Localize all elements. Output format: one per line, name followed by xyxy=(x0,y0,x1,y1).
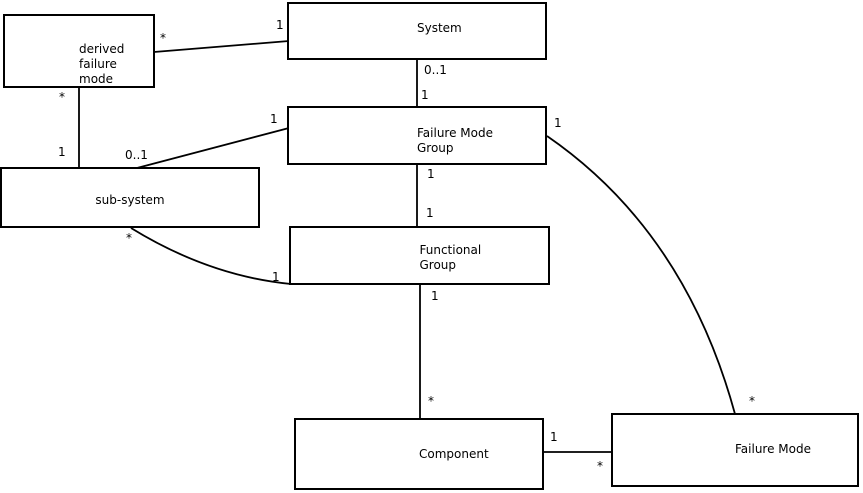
entity-sub-system[interactable]: sub-system xyxy=(0,167,260,228)
relation-derived-failure-mode--system xyxy=(153,40,290,53)
entity-label-line: mode xyxy=(79,72,114,86)
entity-system[interactable]: System xyxy=(287,2,547,60)
relation-sub-system--failure-mode-group xyxy=(136,127,290,169)
multiplicity-label: * xyxy=(428,394,434,408)
entity-label-line: Failure Mode xyxy=(417,126,493,140)
entity-label-line: Group xyxy=(417,141,454,155)
entity-label: Failure Mode xyxy=(735,442,811,456)
multiplicity-label: 0..1 xyxy=(125,148,148,162)
entity-label: derived failure mode xyxy=(79,42,124,87)
entity-component[interactable]: Component xyxy=(294,418,544,490)
multiplicity-label: 1 xyxy=(550,430,558,444)
multiplicity-label: 1 xyxy=(58,145,66,159)
relation-sub-system--functional-group xyxy=(130,227,292,285)
multiplicity-label: * xyxy=(126,231,132,245)
multiplicity-label: * xyxy=(160,31,166,45)
entity-label: System xyxy=(417,21,462,35)
entity-label: Functional Group xyxy=(420,243,482,273)
entity-label-line: Functional xyxy=(419,243,482,257)
multiplicity-label: 1 xyxy=(270,112,278,126)
multiplicity-label: 1 xyxy=(276,18,284,32)
multiplicity-label: 0..1 xyxy=(424,63,447,77)
entity-failure-mode-group[interactable]: Failure Mode Group xyxy=(287,106,547,165)
entity-derived-failure-mode[interactable]: derived failure mode xyxy=(3,14,155,88)
entity-label: Component xyxy=(419,447,489,461)
multiplicity-label: 1 xyxy=(427,167,435,181)
entity-failure-mode[interactable]: Failure Mode xyxy=(611,413,859,487)
multiplicity-label: 1 xyxy=(426,206,434,220)
entity-label-line: failure xyxy=(79,57,117,71)
multiplicity-label: 1 xyxy=(554,116,562,130)
entity-label: Failure Mode Group xyxy=(417,126,493,156)
multiplicity-label: 1 xyxy=(272,270,280,284)
multiplicity-label: * xyxy=(59,90,65,104)
relation-failure-mode-group--failure-mode xyxy=(546,135,736,415)
entity-label-line: derived xyxy=(79,42,125,56)
entity-label-line: Group xyxy=(419,258,457,272)
multiplicity-label: * xyxy=(597,459,603,473)
entity-functional-group[interactable]: Functional Group xyxy=(289,226,550,285)
multiplicity-label: 1 xyxy=(431,289,439,303)
entity-label: sub-system xyxy=(95,193,165,207)
multiplicity-label: 1 xyxy=(421,88,429,102)
multiplicity-label: * xyxy=(749,394,755,408)
